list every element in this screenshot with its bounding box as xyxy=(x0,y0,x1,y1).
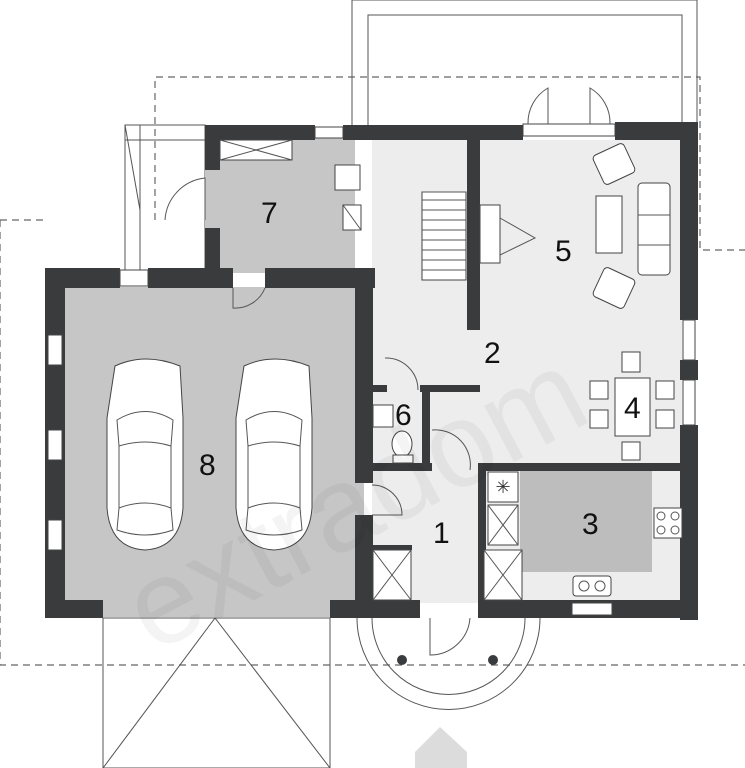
room-number-utility: 7 xyxy=(261,197,278,230)
wc-icon xyxy=(372,404,414,464)
fridge-icon: ✳ xyxy=(487,471,519,546)
stairs-icon xyxy=(421,191,467,281)
room-number-wc: 6 xyxy=(395,399,412,432)
side-porch xyxy=(124,124,206,274)
car-icon xyxy=(106,358,313,551)
column-right xyxy=(488,655,498,665)
sink-icon xyxy=(572,575,612,597)
stove-icon xyxy=(653,507,683,539)
room-number-garage: 8 xyxy=(199,449,216,482)
windows xyxy=(47,126,696,616)
utility-fixtures xyxy=(219,139,362,231)
entrance-cabinets xyxy=(372,549,523,601)
doors[interactable] xyxy=(164,177,471,656)
room-number-kitchen: 3 xyxy=(582,508,599,541)
sofa-icon xyxy=(637,182,671,276)
terrace-door[interactable] xyxy=(522,87,616,137)
roof-outline xyxy=(0,76,745,666)
room-number-dining: 4 xyxy=(624,392,641,425)
room-number-hall: 2 xyxy=(484,337,501,370)
room-number-living: 5 xyxy=(555,235,572,268)
room-number-entrance: 1 xyxy=(433,517,450,550)
dining-set xyxy=(589,351,675,461)
fireplace-icon xyxy=(479,204,537,264)
terrace xyxy=(351,0,698,125)
armchair-icon xyxy=(592,143,636,309)
column-left xyxy=(397,655,407,665)
front-porch xyxy=(356,617,541,710)
entrance-arrow-icon xyxy=(415,727,467,768)
svg-text:✳: ✳ xyxy=(495,477,510,498)
kitchen-floor xyxy=(520,470,655,572)
coffee-table xyxy=(595,195,623,254)
driveway xyxy=(102,617,331,768)
